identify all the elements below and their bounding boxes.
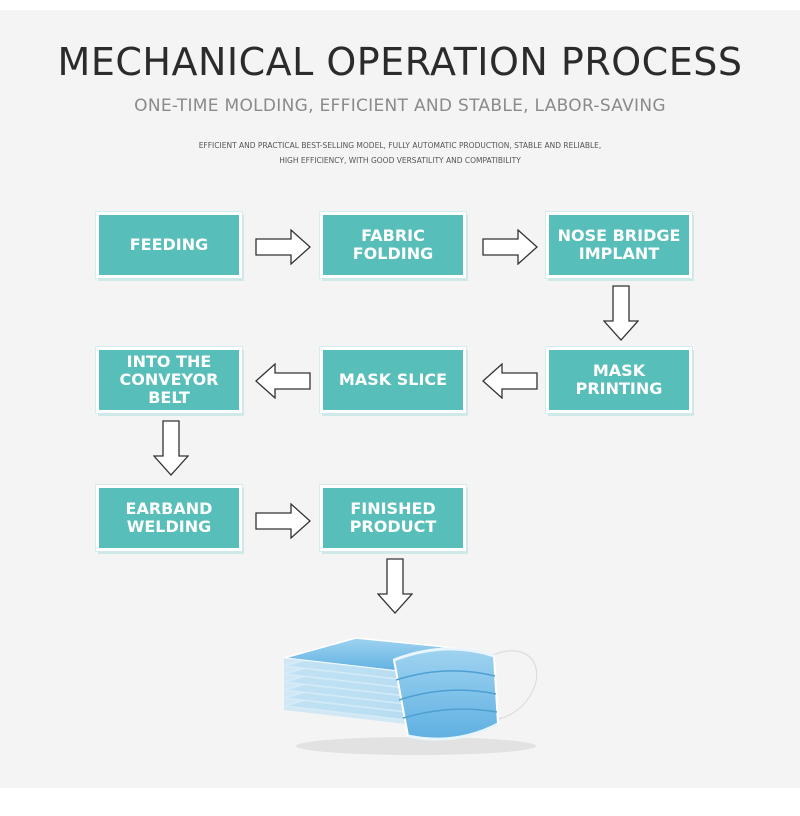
description-line-2: HIGH EFFICIENCY, WITH GOOD VERSATILITY A… [279,156,521,165]
arrow-down-icon [603,285,639,341]
step-fabric-folding: FABRIC FOLDING [320,212,466,278]
step-label: MASK SLICE [338,370,448,389]
arrow-down-icon [153,420,189,476]
arrow-right-icon [255,229,311,265]
arrow-down-icon [377,558,413,614]
arrow-right-icon [255,503,311,539]
page-subtitle: ONE-TIME MOLDING, EFFICIENT AND STABLE, … [134,96,666,116]
page-description: EFFICIENT AND PRACTICAL BEST-SELLING MOD… [0,138,800,168]
arrow-left-icon [482,363,538,399]
surgical-mask-stack-icon [283,637,539,755]
step-into-conveyor-belt: INTO THE CONVEYOR BELT [96,347,242,413]
step-mask-printing: MASK PRINTING [546,347,692,413]
step-label: INTO THE CONVEYOR BELT [119,352,219,407]
step-label: EARBAND WELDING [125,499,213,536]
step-label: MASK PRINTING [575,361,663,398]
step-mask-slice: MASK SLICE [320,347,466,413]
arrow-left-icon [255,363,311,399]
step-finished-product: FINISHED PRODUCT [320,485,466,551]
page-title: MECHANICAL OPERATION PROCESS [57,40,743,84]
step-label: FABRIC FOLDING [352,226,434,263]
step-earband-welding: EARBAND WELDING [96,485,242,551]
step-feeding: FEEDING [96,212,242,278]
step-label: NOSE BRIDGE IMPLANT [557,226,681,263]
step-label: FINISHED PRODUCT [349,499,437,536]
step-label: FEEDING [129,235,209,254]
description-line-1: EFFICIENT AND PRACTICAL BEST-SELLING MOD… [198,141,602,150]
arrow-right-icon [482,229,538,265]
step-nose-bridge-implant: NOSE BRIDGE IMPLANT [546,212,692,278]
